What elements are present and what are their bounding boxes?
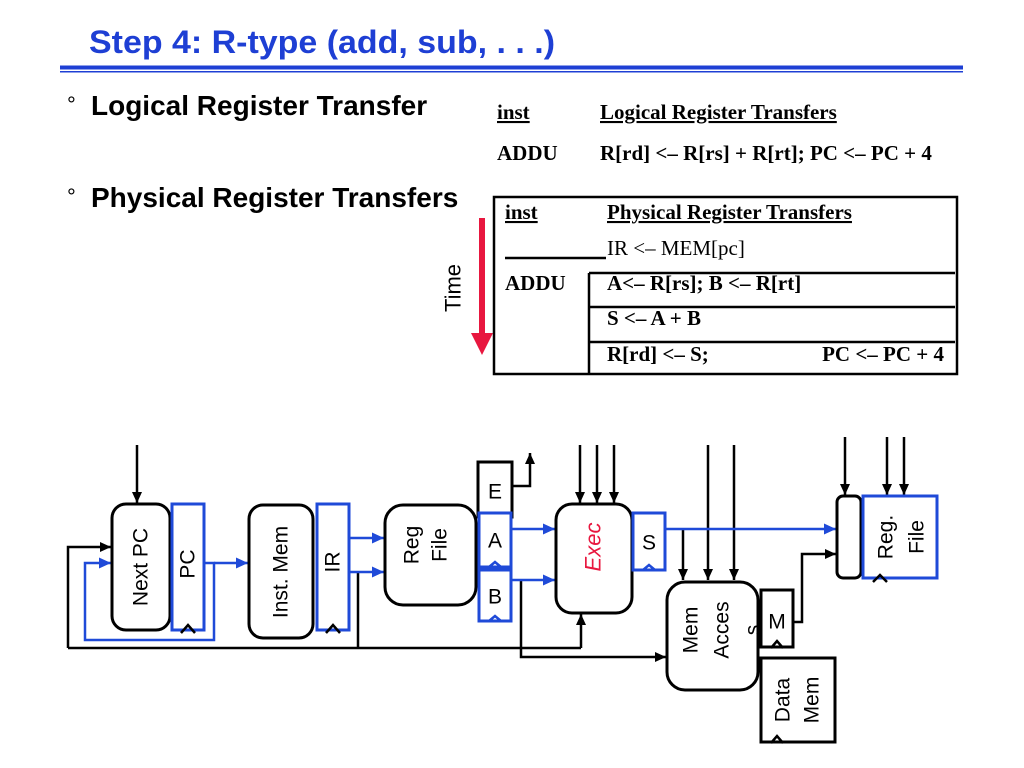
mem-access-block: Mem Acces s xyxy=(665,580,765,692)
reg-file-label-line1: Reg xyxy=(401,526,424,565)
data-mem-label-line2: Mem xyxy=(801,677,824,724)
b-register-box xyxy=(477,568,513,623)
time-indicator: Time xyxy=(441,218,493,355)
reg-file-label-line2: File xyxy=(429,528,452,562)
time-label: Time xyxy=(441,264,466,312)
reg-file-wb-block: Reg. File xyxy=(861,494,939,583)
e-register-box xyxy=(476,460,514,519)
physical-header-transfers: Physical Register Transfers xyxy=(607,200,852,224)
bullet-item-physical: ° Physical Register Transfers xyxy=(67,182,458,213)
data-mem-block: Data Mem xyxy=(759,656,837,744)
next-pc-feedback-arrow xyxy=(66,542,111,648)
pc-label: PC xyxy=(177,549,200,578)
next-pc-block: Next PC xyxy=(110,502,172,632)
table-row: ADDU R[rd] <– R[rs] + R[rt]; PC <– PC + … xyxy=(497,141,932,165)
table-row: IR <– MEM[pc] xyxy=(607,236,745,260)
physical-row-inst: ADDU xyxy=(505,271,566,295)
b-label: B xyxy=(488,586,502,609)
s-register-box xyxy=(631,511,667,572)
mem-access-label-line2: Acces xyxy=(711,601,734,658)
bullet-item-logical: ° Logical Register Transfer xyxy=(67,90,427,121)
title-rule-thick xyxy=(60,65,963,70)
reg-file-wb-label-line2: File xyxy=(906,520,929,554)
m-label: M xyxy=(768,611,786,634)
bullet-icon: ° xyxy=(67,92,76,117)
clock-caret-icon xyxy=(488,614,502,622)
clock-caret-icon xyxy=(770,639,784,649)
physical-row-transfer: R[rd] <– S; xyxy=(607,342,709,366)
title-rule-thin xyxy=(60,71,963,73)
clock-caret-icon xyxy=(488,560,502,568)
physical-table-border xyxy=(492,195,959,376)
logical-row-transfer: R[rd] <– R[rs] + R[rt]; PC <– PC + 4 xyxy=(600,141,932,165)
time-arrow-head-icon xyxy=(471,333,493,355)
data-mem-box xyxy=(759,656,837,744)
exec-block: Exec xyxy=(554,502,634,615)
a-register: A xyxy=(477,511,513,569)
clock-caret-icon xyxy=(872,573,888,583)
bullet-text: Logical Register Transfer xyxy=(91,90,427,121)
reg-file-wb-label-line1: Reg. xyxy=(875,515,898,559)
clock-caret-icon xyxy=(180,623,196,634)
next-pc-box xyxy=(110,502,172,632)
m-register-box xyxy=(759,588,795,649)
datapath-diagram: Next PC PC Inst. Mem IR Reg File E xyxy=(66,437,939,744)
table-row: R[rd] <– S; PC <– PC + 4 xyxy=(607,342,944,366)
reg-file-box xyxy=(383,503,478,607)
physical-row-transfer-right: PC <– PC + 4 xyxy=(822,342,944,366)
clock-caret-icon xyxy=(642,563,656,571)
a-register-box xyxy=(477,511,513,569)
b-register: B xyxy=(477,568,513,623)
mem-access-box xyxy=(665,580,760,692)
e-label: E xyxy=(488,481,502,504)
ir-register: IR xyxy=(315,502,351,634)
bullet-text: Physical Register Transfers xyxy=(91,182,458,213)
m-register: M xyxy=(759,588,795,649)
bullet-icon: ° xyxy=(67,184,76,209)
logical-row-inst: ADDU xyxy=(497,141,558,165)
pc-register-box xyxy=(170,502,206,632)
inst-mem-block: Inst. Mem xyxy=(247,503,315,640)
a-label: A xyxy=(488,530,502,553)
mem-access-label-line3: s xyxy=(742,625,765,636)
logical-transfer-table: inst Logical Register Transfers ADDU R[r… xyxy=(497,100,932,165)
data-mem-label-line1: Data xyxy=(772,678,795,723)
s-register: S xyxy=(631,511,667,572)
physical-transfer-table: inst Physical Register Transfers IR <– M… xyxy=(492,195,959,376)
pc-feedback-arrow xyxy=(83,557,216,642)
ir-label: IR xyxy=(322,552,345,573)
m-to-mux-arrow xyxy=(793,549,836,624)
pc-register: PC xyxy=(170,502,206,634)
ir-register-box xyxy=(315,502,351,632)
physical-row-transfer: A<– R[rs]; B <– R[rt] xyxy=(607,271,801,295)
mux-box xyxy=(835,494,863,580)
logical-header-inst: inst xyxy=(497,100,530,124)
logical-header-transfers: Logical Register Transfers xyxy=(600,100,837,124)
reg-file-block: Reg File xyxy=(383,503,478,607)
table-row: ADDU A<– R[rs]; B <– R[rt] xyxy=(505,271,801,295)
physical-row-transfer: IR <– MEM[pc] xyxy=(607,236,745,260)
physical-header-inst: inst xyxy=(505,200,538,224)
e-output-arrow xyxy=(512,453,535,488)
b-to-mem-access-arrow xyxy=(519,580,666,662)
reg-file-wb-box xyxy=(861,494,939,580)
page-title: Step 4: R-type (add, sub, . . .) xyxy=(89,24,555,60)
s-label: S xyxy=(642,532,656,555)
e-register: E xyxy=(476,460,514,519)
clock-caret-icon xyxy=(325,623,341,634)
table-row: S <– A + B xyxy=(607,306,701,330)
clock-caret-icon xyxy=(770,734,784,744)
inst-mem-box xyxy=(247,503,315,640)
physical-row-transfer: S <– A + B xyxy=(607,306,701,330)
inst-mem-label: Inst. Mem xyxy=(270,526,293,618)
mem-access-label-line1: Mem xyxy=(680,607,703,654)
writeback-mux xyxy=(835,494,863,580)
next-pc-label: Next PC xyxy=(130,528,153,606)
exec-label: Exec xyxy=(581,523,606,572)
